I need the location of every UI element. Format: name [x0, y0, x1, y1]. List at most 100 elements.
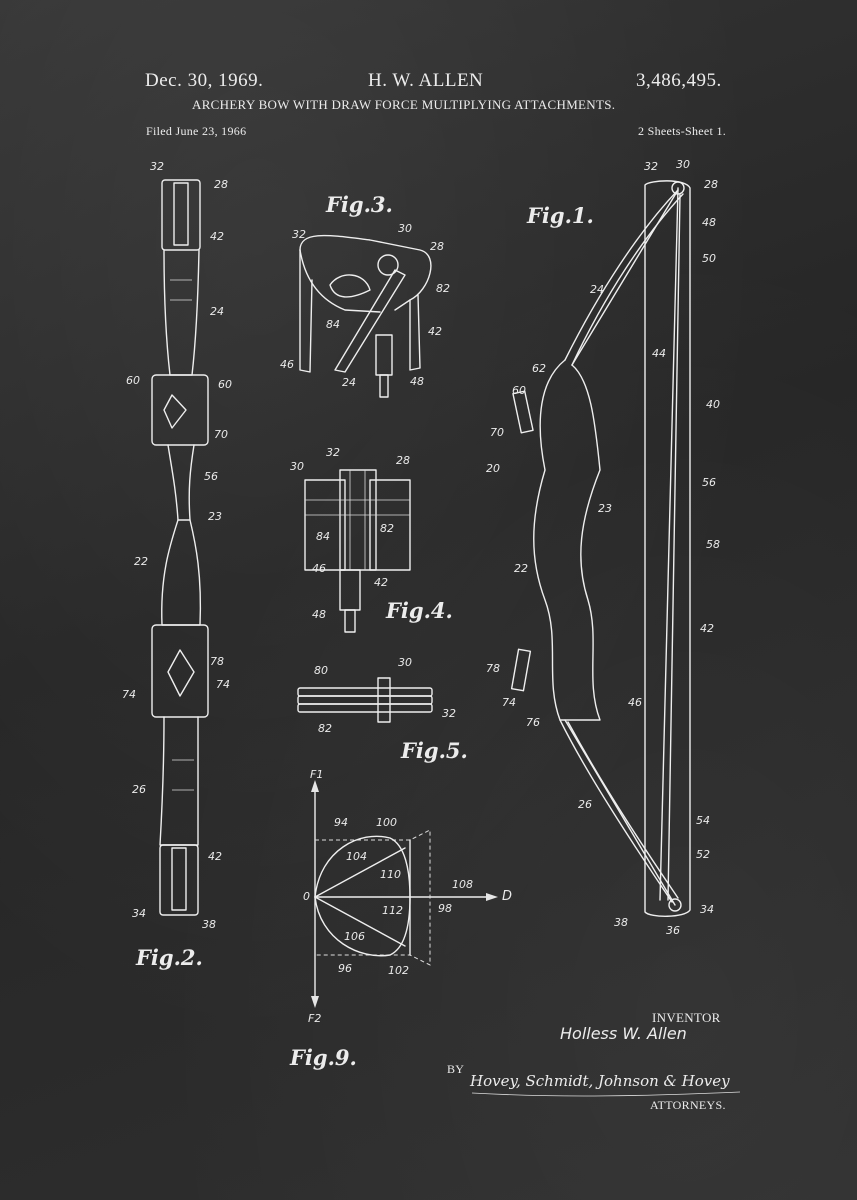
ref-numeral: 48 — [702, 216, 716, 229]
attorneys-label: ATTORNEYS. — [650, 1098, 726, 1112]
ref-numeral: 42 — [210, 230, 224, 243]
fig9-origin-label: 0 — [303, 890, 310, 903]
ref-numeral: 23 — [208, 510, 222, 523]
ref-numeral: 32 — [644, 160, 658, 173]
ref-numeral: 42 — [700, 622, 714, 635]
ref-numeral: 24 — [342, 376, 356, 389]
ref-numeral: 32 — [326, 446, 340, 459]
ref-numeral: 36 — [666, 924, 680, 937]
ref-numeral: 108 — [452, 878, 473, 891]
ref-numeral: 32 — [442, 707, 456, 720]
ref-numeral: 20 — [486, 462, 500, 475]
ref-numeral: 70 — [490, 426, 504, 439]
ref-numeral: 46 — [312, 562, 326, 575]
ref-numeral: 38 — [202, 918, 216, 931]
ref-numeral: 56 — [702, 476, 716, 489]
inventor-name-header: H. W. ALLEN — [368, 70, 484, 91]
ref-numeral: 30 — [290, 460, 304, 473]
ref-numeral: 22 — [514, 562, 528, 575]
ref-numeral: 74 — [216, 678, 230, 691]
ref-numeral: 30 — [398, 222, 412, 235]
ref-numeral: 26 — [132, 783, 146, 796]
ref-numeral: 82 — [380, 522, 394, 535]
ref-numeral: 24 — [210, 305, 224, 318]
ref-numeral: 58 — [706, 538, 720, 551]
ref-numeral: 110 — [380, 868, 401, 881]
ref-numeral: 84 — [326, 318, 340, 331]
ref-numeral: 52 — [696, 848, 710, 861]
ref-numeral: 78 — [210, 655, 224, 668]
attorneys-signature: Hovey, Schmidt, Johnson & Hovey — [470, 1072, 730, 1090]
ref-numeral: 56 — [204, 470, 218, 483]
ref-numeral: 46 — [280, 358, 294, 371]
ref-numeral: 34 — [700, 903, 714, 916]
ref-numeral: 32 — [292, 228, 306, 241]
ref-numeral: 62 — [532, 362, 546, 375]
sheet-count: 2 Sheets-Sheet 1. — [638, 124, 727, 138]
ref-numeral: 23 — [598, 502, 612, 515]
ref-numeral: 28 — [214, 178, 228, 191]
ref-numeral: 100 — [376, 816, 397, 829]
inventor-signature: Holless W. Allen — [560, 1024, 687, 1043]
fig9-y-top-label: F1 — [310, 768, 324, 781]
ref-numeral: 84 — [316, 530, 330, 543]
patent-date: Dec. 30, 1969. — [145, 70, 264, 91]
ref-numeral: 26 — [578, 798, 592, 811]
ref-numeral: 76 — [526, 716, 540, 729]
fig2-bow-front-view — [151, 179, 209, 916]
fig9-caption: Fig.9. — [290, 1045, 357, 1070]
fig9-x-label: D — [502, 889, 513, 904]
ref-numeral: 40 — [706, 398, 720, 411]
ref-numeral: 24 — [590, 283, 604, 296]
ref-numeral: 42 — [428, 325, 442, 338]
ref-numeral: 38 — [614, 916, 628, 929]
ref-numeral: 60 — [126, 374, 140, 387]
patent-number: 3,486,495. — [636, 70, 722, 91]
ref-numeral: 104 — [346, 850, 367, 863]
ref-numeral: 70 — [214, 428, 228, 441]
ref-numeral: 44 — [652, 347, 666, 360]
fig5-caption: Fig.5. — [401, 738, 468, 763]
by-label: BY — [447, 1062, 465, 1076]
ref-numeral: 98 — [438, 902, 452, 915]
fig3-caption: Fig.3. — [326, 192, 393, 217]
fig9-force-diagram — [311, 780, 498, 1008]
ref-numeral: 82 — [318, 722, 332, 735]
ref-numeral: 28 — [704, 178, 718, 191]
ref-numeral: 30 — [398, 656, 412, 669]
ref-numeral: 34 — [132, 907, 146, 920]
patent-title: ARCHERY BOW WITH DRAW FORCE MULTIPLYING … — [192, 97, 616, 112]
ref-numeral: 74 — [502, 696, 516, 709]
ref-numeral: 22 — [134, 555, 148, 568]
filed-date: Filed June 23, 1966 — [146, 124, 247, 138]
fig5-plates — [297, 677, 433, 723]
ref-numeral: 60 — [218, 378, 232, 391]
ref-numeral: 112 — [382, 904, 403, 917]
ref-numeral: 30 — [676, 158, 690, 171]
fig1-bow-side-view — [510, 180, 691, 917]
ref-numeral: 32 — [150, 160, 164, 173]
ref-numeral: 82 — [436, 282, 450, 295]
ref-numeral: 94 — [334, 816, 348, 829]
ref-numeral: 80 — [314, 664, 328, 677]
inventor-heading: INVENTOR — [652, 1010, 721, 1025]
ref-numeral: 54 — [696, 814, 710, 827]
ref-numeral: 28 — [430, 240, 444, 253]
ref-numeral: 60 — [512, 384, 526, 397]
fig9-y-bottom-label: F2 — [308, 1012, 322, 1025]
ref-numeral: 46 — [628, 696, 642, 709]
fig3-tip-detail — [299, 234, 432, 398]
ref-numeral: 42 — [208, 850, 222, 863]
ref-numeral: 48 — [410, 375, 424, 388]
ref-numeral: 50 — [702, 252, 716, 265]
ref-numeral: 48 — [312, 608, 326, 621]
ref-numeral: 28 — [396, 454, 410, 467]
fig1-caption: Fig.1. — [527, 203, 594, 228]
ref-numeral: 96 — [338, 962, 352, 975]
ref-numeral: 78 — [486, 662, 500, 675]
ref-numeral: 102 — [388, 964, 409, 977]
fig4-section — [304, 469, 411, 633]
fig2-caption: Fig.2. — [136, 945, 203, 970]
